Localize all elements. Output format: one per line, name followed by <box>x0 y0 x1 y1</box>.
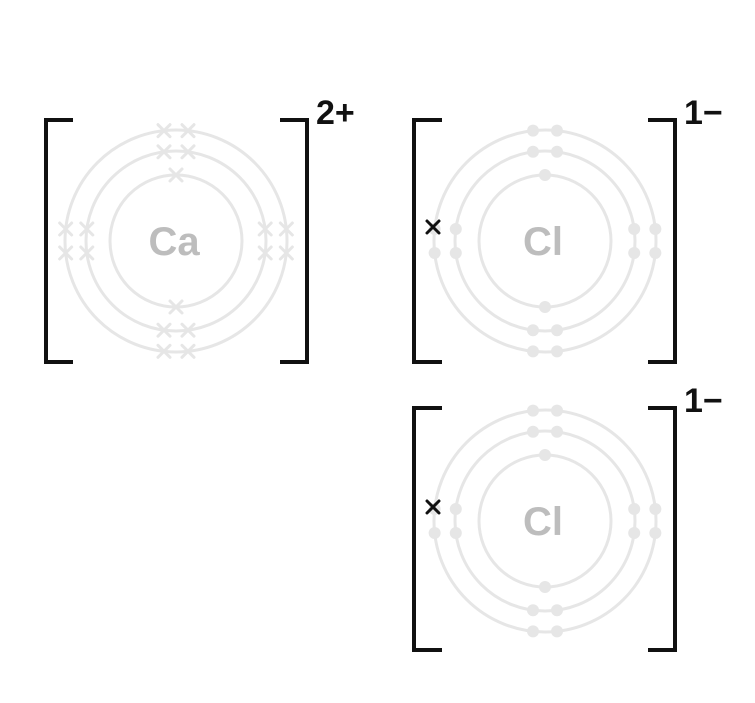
electron-dot <box>539 301 551 313</box>
electron-cross <box>168 167 184 183</box>
electron-dot <box>539 169 551 181</box>
shell-2 <box>453 149 637 333</box>
electron-cross <box>257 221 273 237</box>
left-bracket <box>44 118 73 364</box>
electron-cross <box>156 123 172 139</box>
electron-dot <box>551 625 563 638</box>
electron-cross <box>168 299 184 315</box>
electron-dot <box>628 527 641 539</box>
element-symbol: Cl <box>523 500 563 544</box>
electron-dot <box>551 345 563 358</box>
electron-dot <box>551 404 563 417</box>
electron-dot <box>539 581 551 593</box>
electron-cross <box>425 219 441 235</box>
right-bracket <box>648 118 677 364</box>
electron-dot <box>628 247 641 259</box>
electron-dot <box>628 503 641 515</box>
electron-group <box>425 124 662 358</box>
electron-dot <box>551 124 563 137</box>
chloride-ion: Cl <box>425 124 662 358</box>
electron-cross <box>278 221 294 237</box>
electron-dot <box>527 145 539 158</box>
electron-dot <box>449 503 462 515</box>
electron-dot <box>449 247 462 259</box>
shell-3 <box>432 128 658 354</box>
electron-cross <box>180 123 196 139</box>
electron-dot <box>539 449 551 461</box>
electron-cross <box>58 221 74 237</box>
right-bracket <box>648 406 677 652</box>
electron-cross <box>180 144 196 160</box>
right-bracket <box>280 118 309 364</box>
electron-dot <box>649 503 662 515</box>
electron-dot <box>649 223 662 235</box>
electron-dot <box>527 124 539 137</box>
electron-dot <box>527 604 539 617</box>
electron-dot <box>551 604 563 617</box>
electron-cross <box>180 343 196 359</box>
electron-cross <box>425 499 441 515</box>
left-bracket <box>412 118 442 364</box>
electron-cross <box>79 245 95 261</box>
element-symbol: Ca <box>148 220 200 264</box>
chloride-ion: Cl <box>425 404 662 638</box>
electron-cross <box>156 322 172 338</box>
electron-dot <box>527 404 539 417</box>
electron-dot <box>551 145 563 158</box>
electron-dot <box>527 425 539 438</box>
electron-cross <box>278 245 294 261</box>
electron-dot <box>551 324 563 337</box>
electron-cross <box>156 343 172 359</box>
electron-dot <box>649 247 662 259</box>
shell-3 <box>432 408 658 634</box>
electron-cross <box>79 221 95 237</box>
electron-dot <box>449 223 462 235</box>
electron-group <box>58 123 294 359</box>
electron-dot <box>449 527 462 539</box>
ion-charge: 1− <box>684 382 723 420</box>
electron-group <box>425 404 662 638</box>
shell-3 <box>63 128 289 354</box>
electron-dot <box>649 527 662 539</box>
electron-dot <box>428 247 441 259</box>
shell-2 <box>84 149 268 333</box>
shell-2 <box>453 429 637 613</box>
electron-cross <box>257 245 273 261</box>
electron-cross <box>58 245 74 261</box>
electron-cross <box>156 144 172 160</box>
electron-dot <box>428 527 441 539</box>
electron-dot <box>527 345 539 358</box>
calcium-ion: Ca <box>58 123 294 359</box>
left-bracket <box>412 406 442 652</box>
electron-dot <box>527 625 539 638</box>
electron-dot <box>628 223 641 235</box>
element-symbol: Cl <box>523 220 563 264</box>
ion-charge: 1− <box>684 94 723 132</box>
ion-charge: 2+ <box>316 94 355 132</box>
electron-dot <box>551 425 563 438</box>
electron-cross <box>180 322 196 338</box>
electron-dot <box>527 324 539 337</box>
